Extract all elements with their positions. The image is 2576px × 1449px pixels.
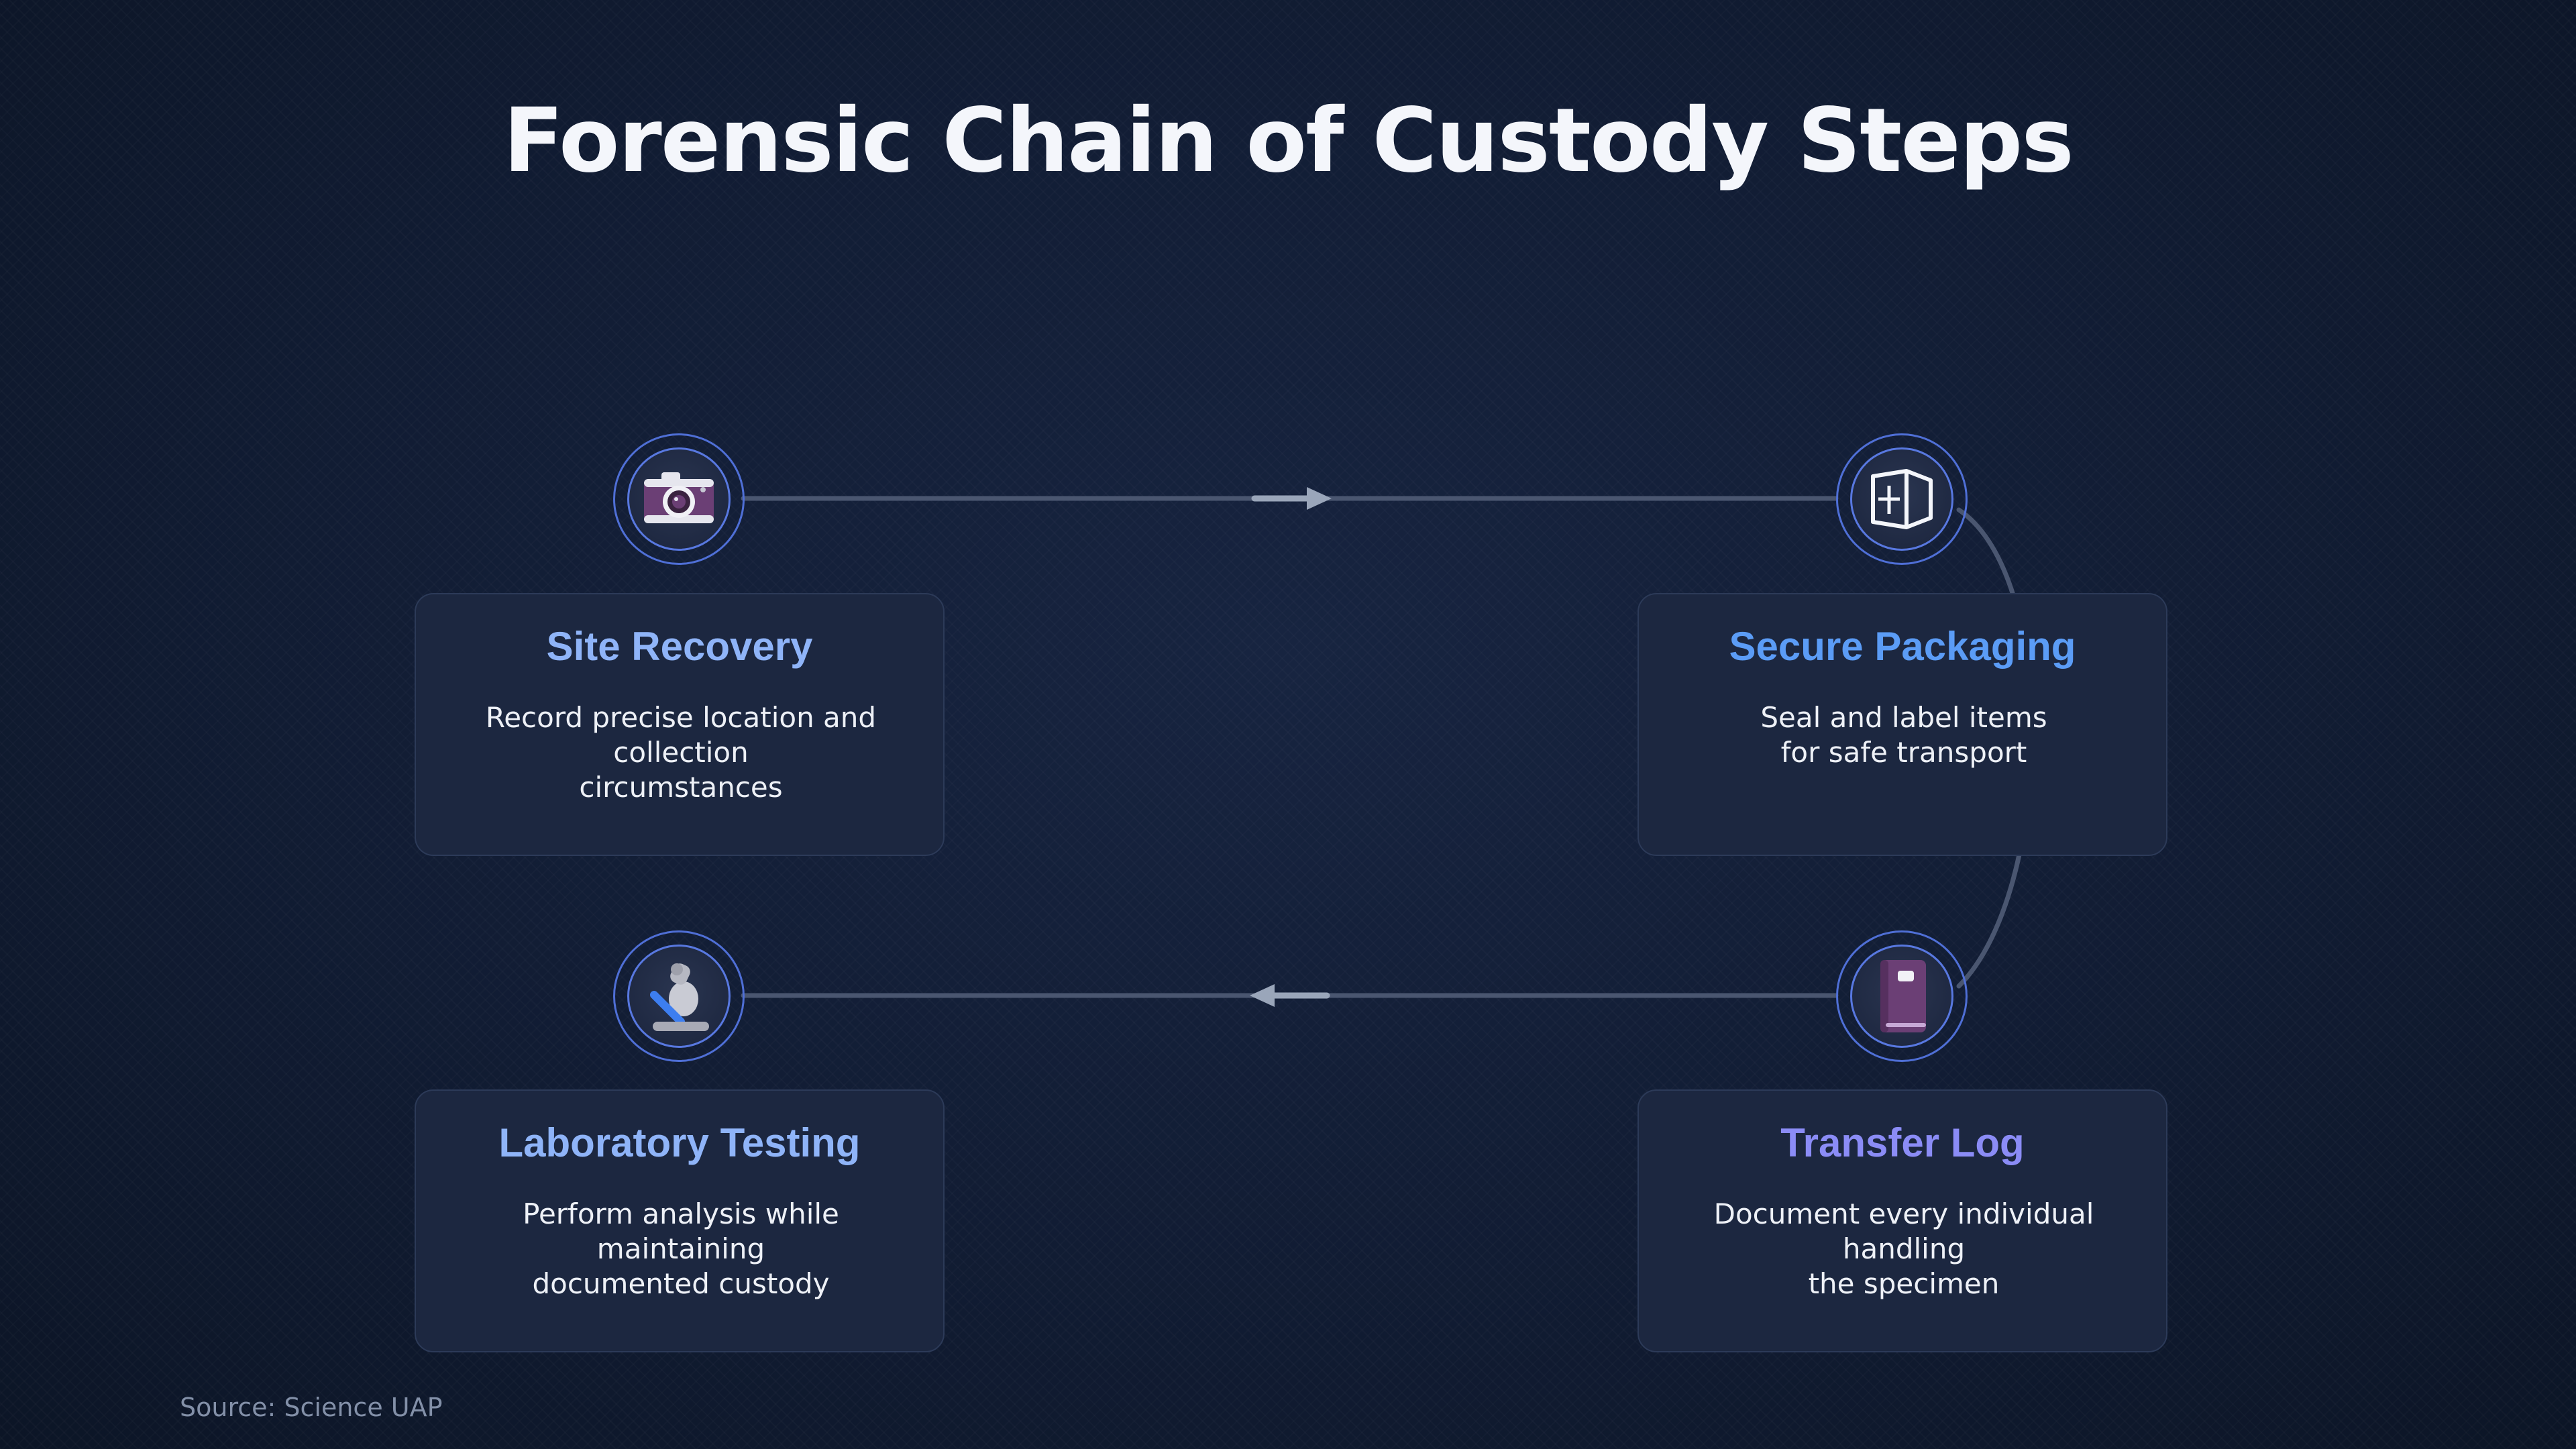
step-node-transfer-log <box>1836 930 1968 1062</box>
source-note: Source: Science UAP <box>180 1393 443 1422</box>
step-description: Record precise location and collection c… <box>485 701 877 804</box>
step-card-secure-packaging: Secure Packaging Seal and label items fo… <box>1638 593 2167 856</box>
step-node-site-recovery <box>613 433 745 565</box>
step-node-laboratory-testing <box>613 930 745 1062</box>
microscope-icon <box>642 956 716 1036</box>
step-description: Document every individual handling the s… <box>1713 1197 2094 1300</box>
step-card-laboratory-testing: Laboratory Testing Perform analysis whil… <box>415 1089 945 1352</box>
step-description: Perform analysis while maintaining docum… <box>523 1197 839 1300</box>
arrow-left-icon <box>1250 984 1330 1007</box>
step-card-transfer-log: Transfer Log Document every individual h… <box>1638 1089 2167 1352</box>
notebook-icon <box>1868 956 1935 1036</box>
arrow-right-icon <box>1251 487 1332 510</box>
step-title: Transfer Log <box>1780 1120 2025 1165</box>
step-card-site-recovery: Site Recovery Record precise location an… <box>415 593 945 856</box>
step-title: Secure Packaging <box>1729 624 2076 669</box>
package-icon <box>1865 466 1939 533</box>
step-node-secure-packaging <box>1836 433 1968 565</box>
step-description: Seal and label items for safe transport <box>1760 701 2047 769</box>
page-title: Forensic Chain of Custody Steps <box>503 89 2074 193</box>
step-title: Laboratory Testing <box>498 1120 861 1165</box>
step-title: Site Recovery <box>546 624 813 669</box>
camera-icon <box>639 466 719 533</box>
